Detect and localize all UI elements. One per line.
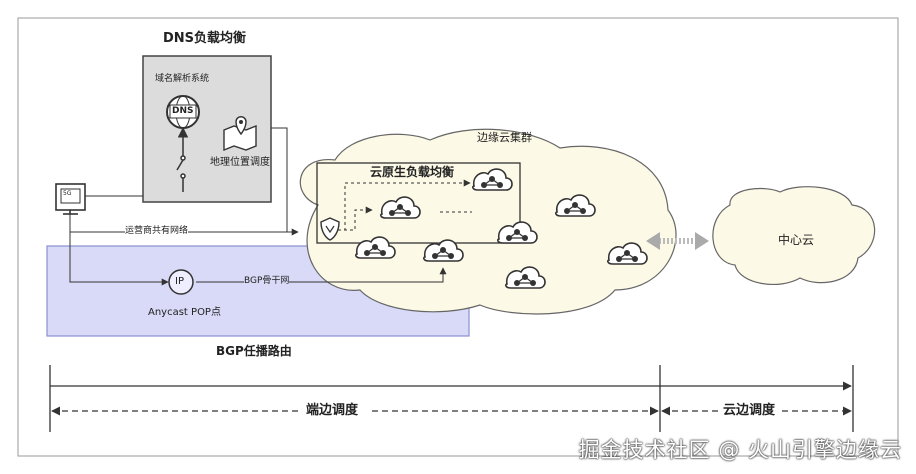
center-cloud-label: 中心云 <box>778 233 815 247</box>
map-pin-icon <box>223 116 257 152</box>
device-5g-icon <box>55 183 86 215</box>
watermark: 掘金技术社区 @ 火山引擎边缘云 <box>578 438 902 462</box>
shield-icon <box>320 217 340 241</box>
geo-scheduling-label: 地理位置调度 <box>210 157 270 168</box>
carrier-network-label: 运营商共有网络 <box>125 226 189 236</box>
dns-system-label: 域名解析系统 <box>155 74 210 84</box>
bgp-backbone-label: BGP骨干网 <box>244 276 290 286</box>
ip-label: IP <box>175 276 184 287</box>
cloud-native-lb-box <box>316 162 521 244</box>
cloud-native-lb-title: 云原生负载均衡 <box>370 165 455 179</box>
switch-icon <box>176 140 186 192</box>
lb-routes <box>338 179 472 231</box>
edge-cluster-label: 边缘云集群 <box>477 131 532 144</box>
edge-scope-label: 端边调度 <box>306 403 359 418</box>
ip-icon <box>168 269 194 295</box>
edge-center-link <box>646 232 709 250</box>
edge-cloud-shape <box>299 128 677 315</box>
dns-icon-text: DNS <box>172 106 194 116</box>
center-cloud-shape <box>712 186 876 285</box>
anycast-pop-label: Anycast POP点 <box>148 307 221 318</box>
cloud-scope-label: 云边调度 <box>723 403 776 418</box>
dns-lb-title: DNS负载均衡 <box>163 31 247 46</box>
device-label: 5G <box>63 190 72 197</box>
bgp-anycast-title: BGP任播路由 <box>216 344 292 358</box>
